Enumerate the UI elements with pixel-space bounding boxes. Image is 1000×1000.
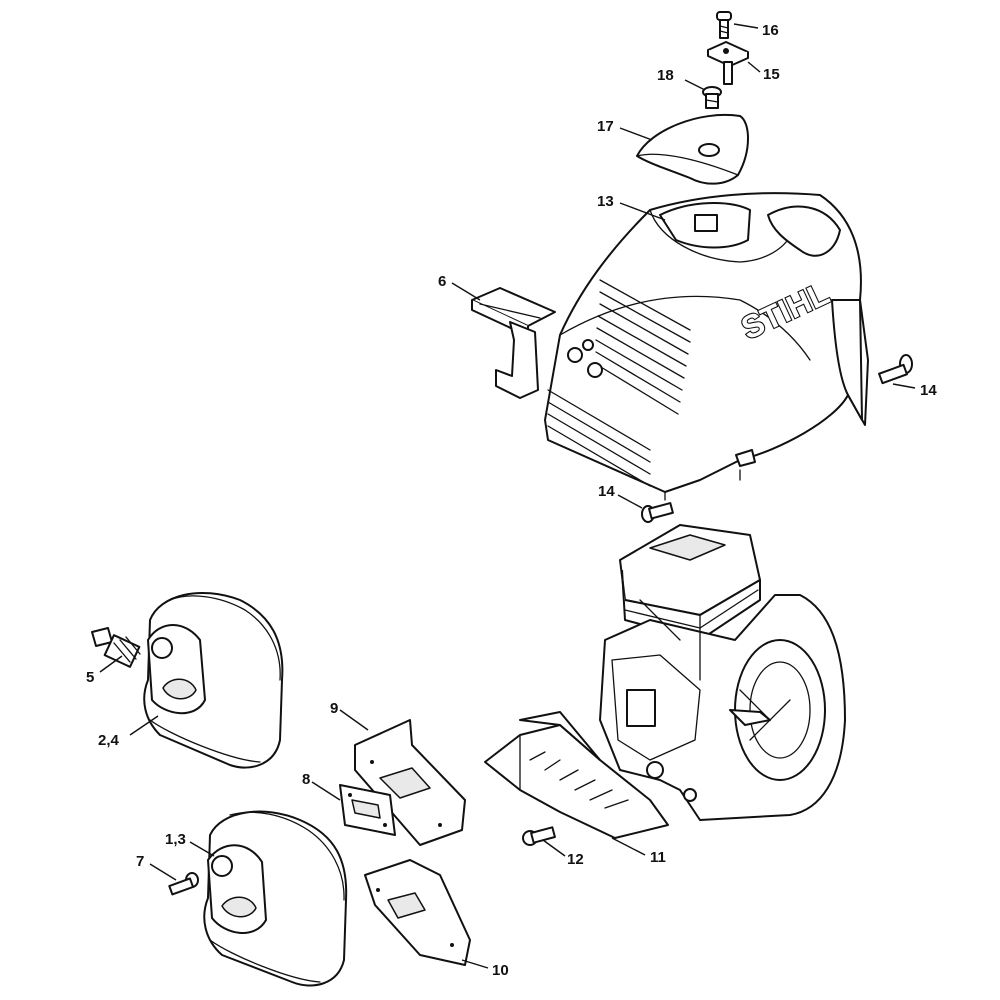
part-16-screw: [716, 11, 732, 39]
callout-1-3: 1,3: [165, 831, 186, 848]
callout-9: 9: [330, 700, 338, 717]
callout-15: 15: [763, 66, 780, 83]
callout-13: 13: [597, 193, 614, 210]
callout-10: 10: [492, 962, 509, 979]
part-1-3-muffler: [203, 810, 348, 987]
part-11-baffle: [484, 711, 669, 839]
part-14-screw-right: [878, 354, 913, 385]
callout-14-middle: 14: [598, 483, 615, 500]
part-10-plate: [364, 859, 471, 966]
leader-lines: [99, 23, 916, 969]
callout-11: 11: [650, 849, 666, 866]
callout-16: 16: [762, 22, 779, 39]
callout-2-4: 2,4: [98, 732, 120, 749]
part-5-screen: [91, 627, 141, 668]
part-7-screw: [168, 872, 199, 896]
shroud-grille: [547, 279, 691, 487]
callout-6: 6: [438, 273, 446, 290]
callout-18: 18: [657, 67, 674, 84]
callout-labels: 16 15 18 17 13 6 14 14 5 2,4 9 8 1,3 7 1…: [86, 22, 937, 979]
part-17-cap: [636, 114, 749, 185]
part-12-screw: [522, 826, 556, 846]
callout-12: 12: [567, 851, 584, 868]
callout-5: 5: [86, 669, 94, 686]
callout-14-right: 14: [920, 382, 937, 399]
part-13-shroud: STIHL: [544, 192, 869, 501]
callout-8: 8: [302, 771, 310, 788]
engine-assembly: [599, 524, 846, 821]
part-14-screw-middle: [641, 502, 674, 523]
part-6-trigger: [471, 287, 556, 399]
part-8-gasket: [339, 784, 396, 836]
part-9-plate: [354, 719, 466, 846]
callout-17: 17: [597, 118, 614, 135]
part-2-4-muffler: [143, 592, 284, 769]
callout-7: 7: [136, 853, 144, 870]
part-18-screw: [702, 86, 722, 109]
part-15-clip: [707, 41, 749, 85]
